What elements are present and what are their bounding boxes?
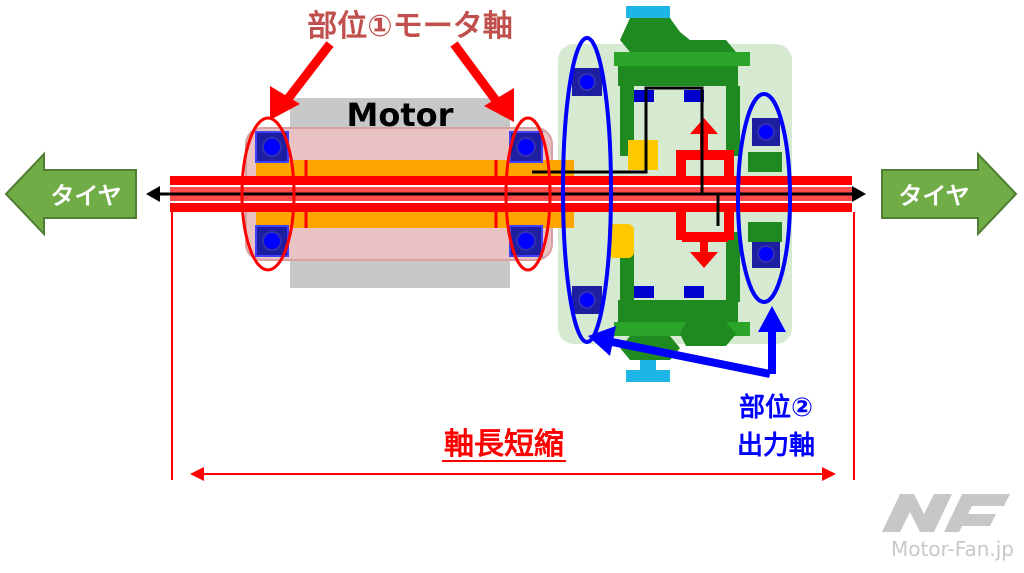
part2-arrow-left	[588, 326, 771, 378]
part2-ellipse-left	[561, 36, 613, 344]
output-bearing-right-top	[752, 118, 780, 146]
tire-arrow-left: タイヤ	[4, 151, 137, 237]
transmission-bottom-cap	[626, 370, 670, 382]
motor-label: Motor	[347, 96, 454, 134]
part2-arrow-right	[758, 306, 786, 374]
drive-shaft-arrow-left	[146, 186, 160, 202]
part1-ellipse-left	[240, 116, 296, 272]
lower-gear-assembly	[614, 232, 750, 360]
tire-left-label: タイヤ	[50, 182, 121, 210]
upper-gear-assembly	[614, 18, 750, 156]
part1-label: 部位①モータ軸	[307, 9, 512, 44]
motor-bearing-right-bottom	[509, 225, 543, 257]
tire-right-label: タイヤ	[898, 182, 969, 210]
watermark-text: Motor-Fan.jp	[891, 537, 1014, 561]
part2-label-line1: 部位②	[739, 392, 813, 423]
output-bearing-left-bottom	[572, 286, 602, 314]
axial-shortening-label: 軸長短縮	[444, 427, 564, 462]
part1-ellipse-right	[504, 116, 552, 272]
part1-arrow-right	[450, 41, 514, 122]
output-bearing-right-cap-bottom	[748, 222, 782, 242]
output-bearing-left-top	[572, 68, 602, 96]
transmission-top-cap	[626, 6, 670, 18]
dimension-arrow-left	[190, 467, 204, 481]
part2-ellipse-right	[736, 92, 792, 304]
output-bearing-right-bottom	[752, 240, 780, 268]
motor-bearing-left-bottom	[255, 225, 289, 257]
output-bearing-right-cap-top	[748, 152, 782, 172]
watermark-logo	[882, 494, 1010, 532]
part2-label-line2: 出力軸	[737, 430, 815, 461]
planetary-carrier-upper	[628, 140, 658, 170]
motor-bearing-right-top	[509, 131, 543, 163]
motor-bearing-left-top	[255, 131, 289, 163]
power-path-line	[532, 86, 704, 194]
planetary-carrier	[608, 224, 634, 258]
drive-shaft-arrow-right	[852, 186, 866, 202]
part1-arrow-left	[270, 41, 334, 120]
tire-arrow-right: タイヤ	[881, 151, 1018, 237]
dimension-arrow-right	[822, 467, 836, 481]
